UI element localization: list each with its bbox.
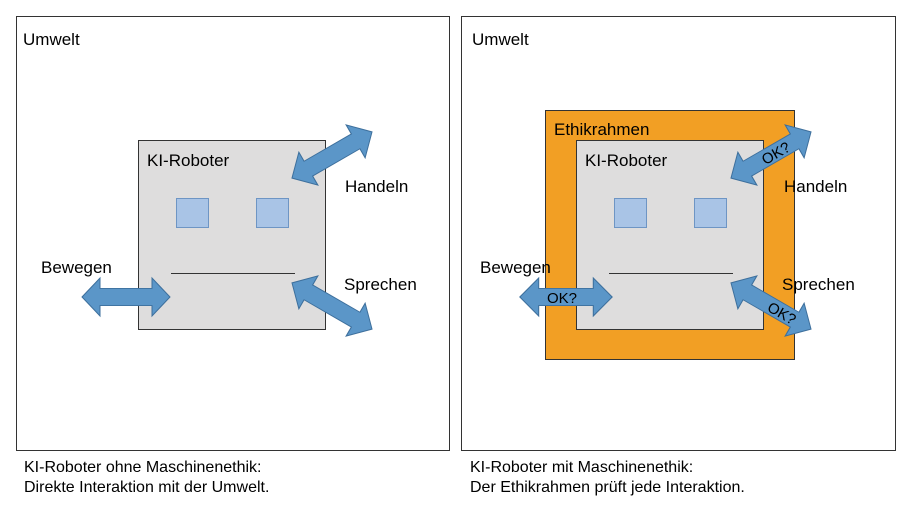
action-act-label: Handeln <box>345 177 409 196</box>
act-arrow <box>281 114 383 196</box>
move-check-arrow: OK? <box>519 277 613 317</box>
move-arrow <box>81 277 171 317</box>
action-speak-label: Sprechen <box>782 275 855 294</box>
robot-left-eye <box>176 198 209 228</box>
ki-robot-box: KI-Roboter <box>138 140 326 330</box>
act-check-arrow: OK? <box>720 114 822 196</box>
environment-label: Umwelt <box>23 30 80 49</box>
caption-left-line1: KI-Roboter ohne Maschinenethik: <box>24 459 262 476</box>
robot-mouth <box>609 273 733 274</box>
move-check-label: OK? <box>547 290 577 307</box>
action-act-label: Handeln <box>784 177 848 196</box>
robot-left-eye <box>614 198 647 228</box>
caption-right-line2: Der Ethikrahmen prüft jede Interaktion. <box>470 479 745 496</box>
robot-right-eye <box>256 198 289 228</box>
action-move-label: Bewegen <box>480 258 551 277</box>
speak-check-arrow: OK? <box>720 265 822 347</box>
robot-label: KI-Roboter <box>585 151 668 170</box>
ethics-frame-label: Ethikrahmen <box>554 120 650 139</box>
caption-left-line2: Direkte Interaktion mit der Umwelt. <box>24 479 270 496</box>
action-move-label: Bewegen <box>41 258 112 277</box>
action-speak-label: Sprechen <box>344 275 417 294</box>
robot-right-eye <box>694 198 727 228</box>
environment-label: Umwelt <box>472 30 529 49</box>
robot-mouth <box>171 273 295 274</box>
environment-panel-without-ethics: Umwelt KI-Roboter Bewegen Handeln Sprech… <box>16 16 450 451</box>
speak-arrow <box>281 265 383 347</box>
caption-right-line1: KI-Roboter mit Maschinenethik: <box>470 459 694 476</box>
robot-label: KI-Roboter <box>147 151 230 170</box>
